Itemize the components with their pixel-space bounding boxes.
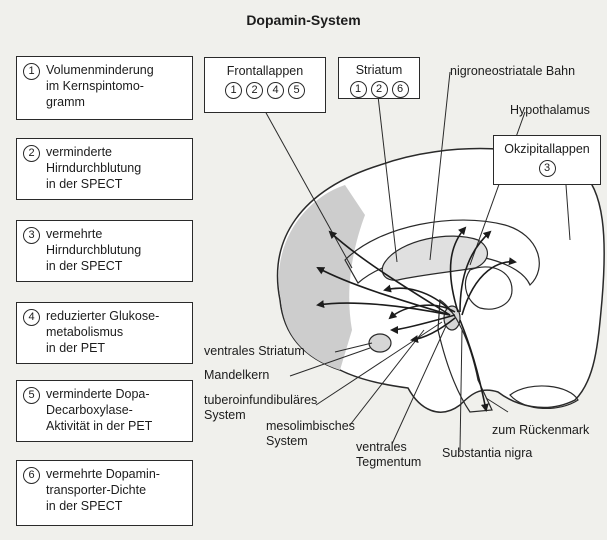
legend-text: vermehrte Dopamin- transporter-Dichte in… [46,466,160,521]
region-numbers: 1 2 4 5 [205,82,325,99]
legend-number: 2 [23,145,40,162]
legend-number: 6 [23,467,40,484]
legend-item-6: 6 vermehrte Dopamin- transporter-Dichte … [16,460,193,526]
diagram-title: Dopamin-System [0,12,607,28]
legend-text: reduzierter Glukose- metabolismus in der… [46,308,159,359]
region-box-okzipitallappen: Okzipitallappen 3 [493,135,601,185]
region-number: 6 [392,81,409,98]
label-hypothalamus: Hypothalamus [510,103,590,118]
label-zum-rueckenmark: zum Rückenmark [492,423,589,438]
region-number: 3 [539,160,556,177]
region-box-striatum: Striatum 1 2 6 [338,57,420,99]
region-label: Striatum [339,63,419,78]
region-number: 2 [371,81,388,98]
legend-item-4: 4 reduzierter Glukose- metabolismus in d… [16,302,193,364]
region-number: 4 [267,82,284,99]
region-number: 1 [350,81,367,98]
legend-number: 5 [23,387,40,404]
region-number: 5 [288,82,305,99]
amygdala-shape [369,334,391,352]
legend-item-1: 1 Volumenminderung im Kernspintomo- gram… [16,56,193,120]
label-mandelkern: Mandelkern [204,368,269,383]
region-box-frontallappen: Frontallappen 1 2 4 5 [204,57,326,113]
legend-text: vermehrte Hirndurchblutung in der SPECT [46,226,141,277]
region-label: Frontallappen [205,64,325,79]
label-nigroneostriatale-bahn: nigroneostriatale Bahn [450,64,575,79]
legend-text: verminderte Hirndurchblutung in der SPEC… [46,144,141,195]
legend-number: 4 [23,309,40,326]
region-label: Okzipitallappen [494,142,600,157]
label-mesolimbisches-system: mesolimbisches System [266,419,355,449]
legend-text: Volumenminderung im Kernspintomo- gramm [46,62,154,115]
region-numbers: 3 [494,160,600,177]
legend-item-2: 2 verminderte Hirndurchblutung in der SP… [16,138,193,200]
label-substantia-nigra: Substantia nigra [442,446,532,461]
legend-number: 3 [23,227,40,244]
legend-item-3: 3 vermehrte Hirndurchblutung in der SPEC… [16,220,193,282]
label-ventrales-striatum: ventrales Striatum [204,344,305,359]
legend-item-5: 5 verminderte Dopa- Decarboxylase- Aktiv… [16,380,193,442]
legend-text: verminderte Dopa- Decarboxylase- Aktivit… [46,386,152,437]
label-ventrales-tegmentum: ventrales Tegmentum [356,440,421,470]
region-numbers: 1 2 6 [339,81,419,98]
region-number: 1 [225,82,242,99]
region-number: 2 [246,82,263,99]
legend-number: 1 [23,63,40,80]
